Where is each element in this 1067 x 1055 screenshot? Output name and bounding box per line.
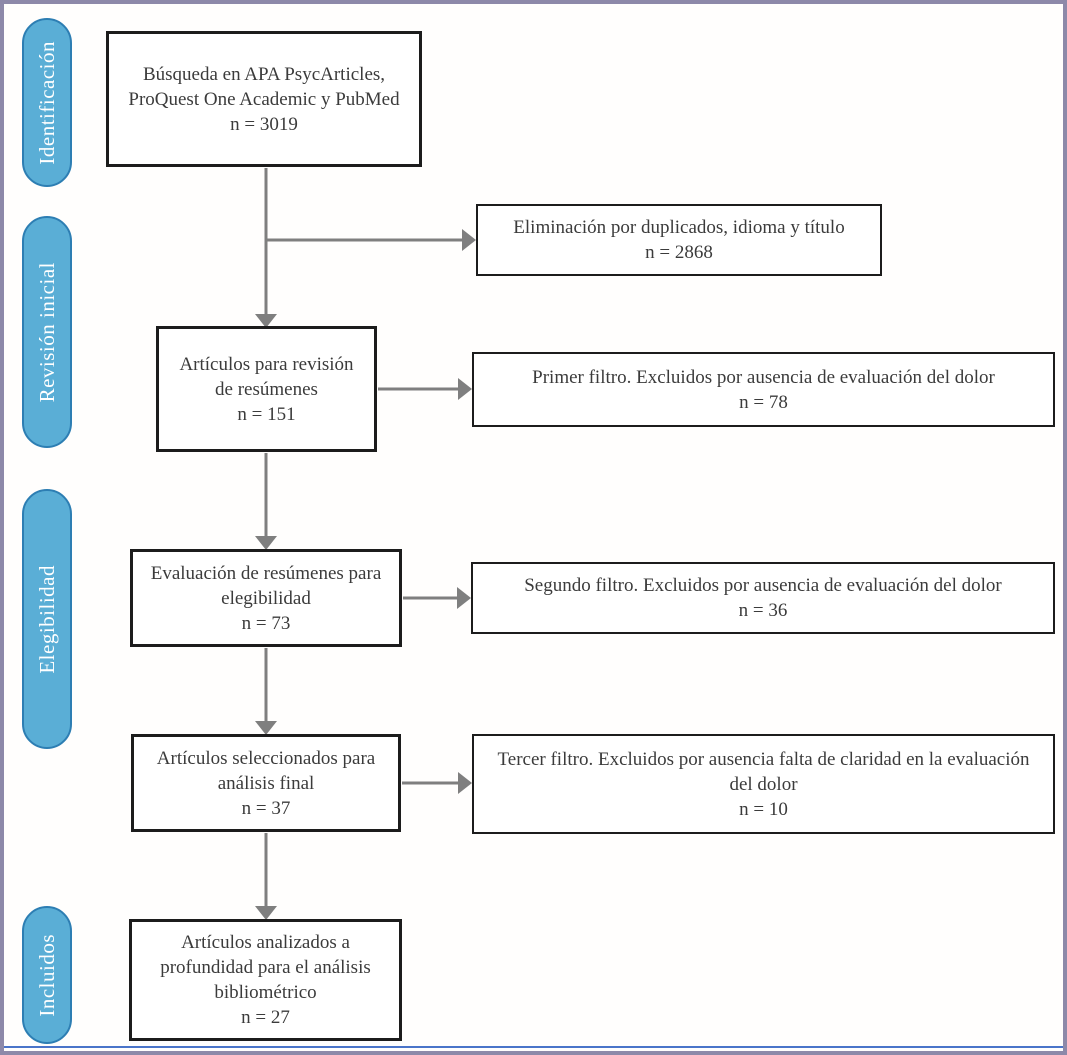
flow-box-count: n = 3019 (230, 113, 298, 135)
flow-box-count: n = 37 (241, 797, 291, 819)
exclusion-box-third-filter: Tercer filtro. Excluidos por ausencia fa… (472, 734, 1055, 834)
flow-box-count: n = 27 (241, 1007, 290, 1028)
stage-label-elegibilidad: Elegibilidad (22, 489, 72, 749)
exclusion-box-duplicates: Eliminación por duplicados, idioma y tít… (476, 204, 882, 276)
exclusion-box-count: n = 36 (738, 600, 788, 621)
stage-label-text: Incluidos (34, 933, 59, 1017)
bottom-divider-line (4, 1046, 1063, 1048)
exclusion-box-text: Primer filtro. Excluidos por ausencia de… (532, 366, 995, 388)
flow-box-abstract-review: Artículos para revisión de resúmenes n =… (156, 326, 377, 452)
exclusion-box-text: Tercer filtro. Excluidos por ausencia fa… (497, 748, 1030, 795)
exclusion-box-second-filter: Segundo filtro. Excluidos por ausencia d… (471, 562, 1055, 634)
flow-box-text: Artículos analizados a profundidad para … (160, 932, 371, 1003)
flow-box-text: Artículos para revisión de resúmenes (179, 353, 354, 400)
flow-box-search: Búsqueda en APA PsycArticles, ProQuest O… (106, 31, 422, 167)
flow-box-count: n = 151 (237, 403, 296, 425)
exclusion-box-count: n = 10 (739, 798, 788, 820)
flow-box-text: Artículos seleccionados para análisis fi… (156, 747, 376, 794)
stage-label-text: Revisión inicial (34, 261, 59, 403)
flow-box-eligibility-evaluation: Evaluación de resúmenes para elegibilida… (130, 549, 402, 647)
flow-box-included: Artículos analizados a profundidad para … (129, 919, 402, 1041)
stage-label-identificacion: Identificación (22, 18, 72, 187)
stage-label-text: Elegibilidad (34, 564, 59, 674)
stage-label-revision-inicial: Revisión inicial (22, 216, 72, 448)
stage-label-text: Identificación (34, 40, 59, 165)
flow-box-text: Evaluación de resúmenes para elegibilida… (150, 562, 382, 609)
flow-box-count: n = 73 (241, 612, 291, 634)
flow-box-text: Búsqueda en APA PsycArticles, ProQuest O… (128, 63, 400, 110)
stage-label-incluidos: Incluidos (22, 906, 72, 1044)
flow-box-final-selection: Artículos seleccionados para análisis fi… (131, 734, 401, 832)
exclusion-box-text: Eliminación por duplicados, idioma y tít… (513, 217, 845, 238)
exclusion-box-count: n = 2868 (645, 242, 713, 263)
exclusion-box-count: n = 78 (739, 391, 788, 413)
exclusion-box-first-filter: Primer filtro. Excluidos por ausencia de… (472, 352, 1055, 427)
exclusion-box-text: Segundo filtro. Excluidos por ausencia d… (524, 575, 1002, 596)
